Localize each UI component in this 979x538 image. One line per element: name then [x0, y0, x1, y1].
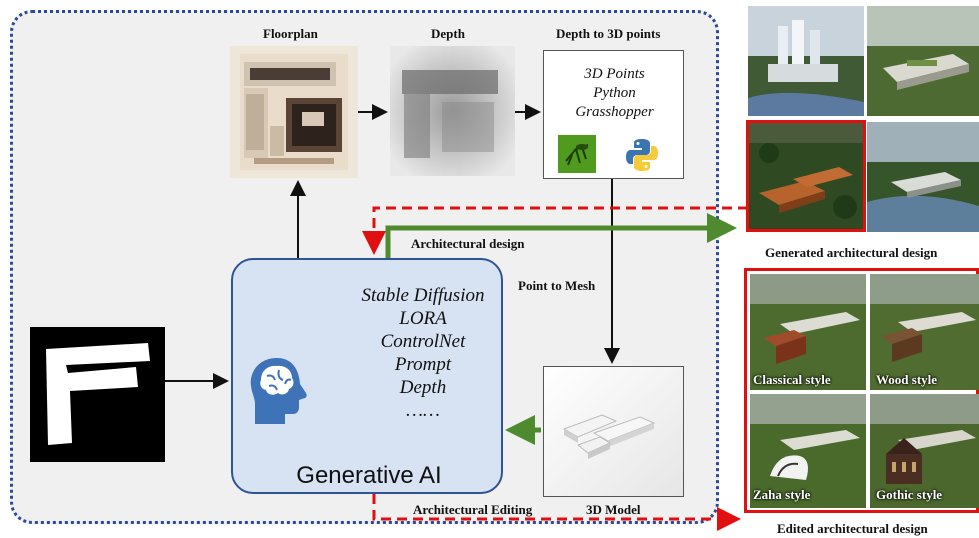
points-box: 3D Points Python Grasshopper — [543, 50, 684, 179]
edited-design-image-4 — [870, 394, 979, 508]
python-icon — [624, 137, 660, 173]
floorplan-image — [230, 46, 358, 178]
style-caption: Gothic style — [876, 487, 943, 502]
edited-designs-frame — [744, 268, 979, 513]
gen-item: Stable Diffusion — [361, 285, 485, 306]
depth-title: Depth — [431, 26, 465, 41]
model-label: 3D Model — [586, 502, 641, 517]
edited-design-image-3 — [750, 394, 866, 508]
edited-design-image-1 — [750, 274, 866, 390]
gen-title: Generative AI — [296, 462, 442, 489]
style-caption: Zaha style — [753, 487, 811, 502]
edited-caption: Edited architectural design — [777, 521, 928, 536]
generated-design-image-4 — [867, 122, 979, 232]
style-caption: Wood style — [876, 372, 938, 387]
gen-item: Depth — [399, 377, 447, 398]
generative-ai-box: Stable Diffusion LORA ControlNet Prompt … — [231, 258, 503, 494]
selected-generated-design — [746, 120, 866, 232]
gen-item: ControlNet — [380, 331, 466, 352]
generated-design-image-2 — [867, 6, 979, 116]
gen-item: LORA — [399, 308, 447, 329]
points-title: Depth to 3D points — [556, 26, 661, 41]
arch-design-label: Architectural design — [411, 236, 525, 251]
model-box — [543, 366, 684, 497]
grasshopper-icon — [558, 135, 596, 173]
gen-item: Prompt — [394, 354, 452, 375]
style-caption: Classical style — [753, 372, 831, 387]
point-to-mesh-label: Point to Mesh — [518, 278, 596, 293]
generated-design-image-1 — [748, 6, 864, 116]
arch-editing-label: Architectural Editing — [413, 502, 533, 517]
gen-item: …… — [406, 400, 440, 421]
generated-caption: Generated architectural design — [765, 245, 938, 260]
points-item: 3D Points — [584, 66, 645, 82]
edited-design-image-2 — [870, 274, 979, 390]
depth-image — [390, 46, 515, 176]
points-item: Python — [593, 85, 636, 101]
input-mask-image — [30, 327, 165, 462]
floorplan-title: Floorplan — [263, 26, 318, 41]
points-item: Grasshopper — [575, 104, 654, 120]
brain-head-icon — [247, 356, 311, 426]
